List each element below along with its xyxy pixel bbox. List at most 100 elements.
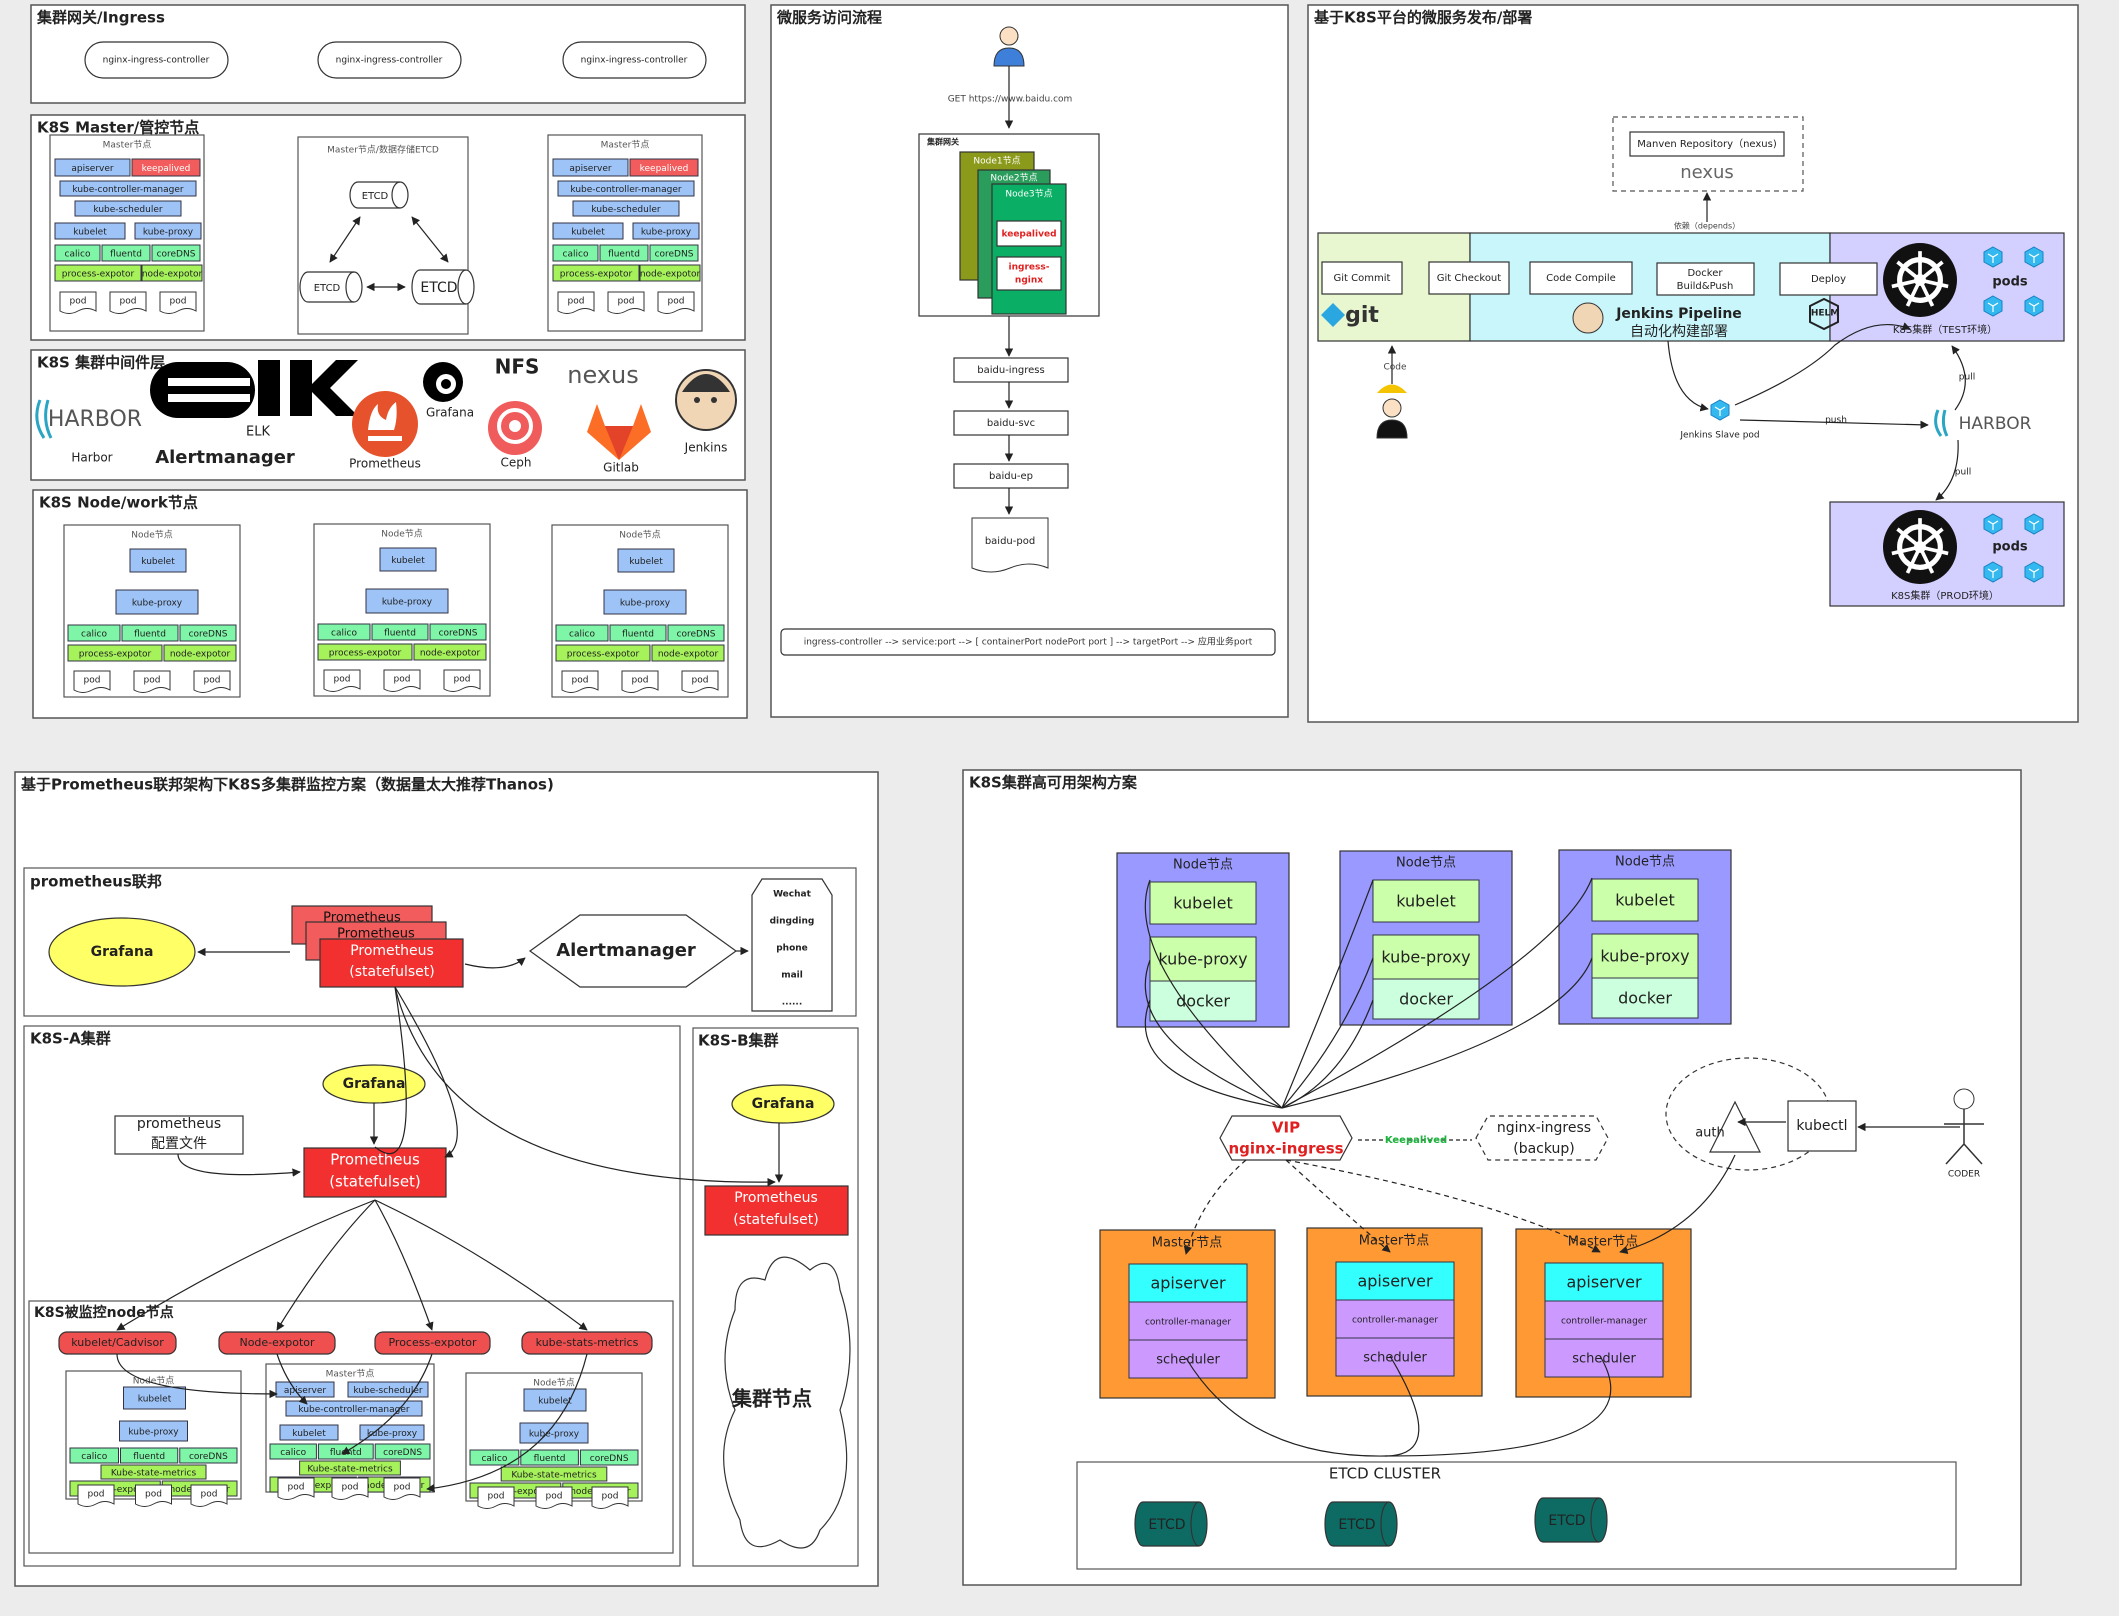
ha-node-1-docker	[1149, 980, 1257, 1022]
master-node-left-fluentd	[101, 244, 151, 262]
master-node-left-calico	[54, 244, 101, 262]
ceph-icon-core	[509, 420, 521, 432]
ha-vip-label-1: VIP	[1272, 1119, 1300, 1137]
mon-master-kube-proxy	[359, 1424, 425, 1441]
elk-label: ELK	[246, 425, 270, 440]
ha-auth-master	[1619, 1154, 1736, 1255]
test-k8s-logo-icon-hub	[1914, 274, 1926, 286]
mon-node-right-coredns	[579, 1449, 639, 1466]
access-ingress-label-1: ingress-	[1009, 263, 1050, 273]
middleware-panel-title: K8S 集群中间件层	[37, 354, 165, 372]
worker-node-3-pod-1	[561, 670, 599, 693]
exporter-3	[374, 1331, 491, 1355]
fed-alertmanager-label: Alertmanager	[556, 940, 696, 961]
a-scrape-exporter-2	[276, 1199, 376, 1331]
prod-pods-label: pods	[1992, 540, 2028, 555]
jenkins-slave-icon-inner	[1714, 406, 1726, 416]
a-grafana-label: Grafana	[343, 1076, 406, 1092]
worker-node-2-kube-proxy-label: kube-proxy	[382, 598, 433, 608]
mon-master-pod-1	[277, 1477, 315, 1500]
nexus-repo-logo: nexus	[1680, 162, 1734, 183]
ha-node-2-label: Node节点	[1396, 856, 1456, 871]
worker-node-2-kubelet	[379, 547, 437, 572]
worker-node-2-label: Node节点	[381, 529, 423, 540]
b-cluster-cloud	[723, 1256, 851, 1549]
a-statefulset-label: (statefulset)	[329, 1173, 421, 1191]
ha-node-3-kube-proxy-label: kube-proxy	[1600, 947, 1689, 966]
worker-node-1-coredns-label: coreDNS	[189, 630, 228, 640]
fed-prometheus-label: Prometheus	[350, 943, 434, 959]
nexus-repo-box	[1629, 131, 1785, 157]
pipeline-label-1: Jenkins Pipeline	[1615, 306, 1742, 322]
fed-channel-2: dingding	[770, 917, 815, 927]
access-panel-title: 微服务访问流程	[776, 9, 882, 27]
exporter-label-2: Node-expotor	[239, 1336, 315, 1349]
access-ingress	[996, 256, 1062, 291]
ha-backup-label-1: nginx-ingress	[1497, 1120, 1591, 1136]
ha-node-1-kube-proxy	[1149, 936, 1257, 982]
monitored-title: K8S被监控node节点	[34, 1304, 174, 1321]
mon-node-right-kubelet	[523, 1388, 587, 1412]
mon-node-right-calico-label: calico	[481, 1454, 507, 1464]
b-statefulset-label: (statefulset)	[733, 1212, 818, 1228]
ha-vip-master-2	[1285, 1159, 1391, 1253]
worker-node-1-pod-1	[73, 670, 111, 693]
ha-etcd-2-label: ETCD	[1338, 1517, 1375, 1533]
a-scrape-exporter-1	[116, 1199, 376, 1331]
ingress-controller-3	[562, 41, 707, 79]
worker-node-2-calico	[317, 623, 371, 641]
mon-node-left-fluentd	[120, 1447, 179, 1464]
ha-master-1-cm	[1128, 1301, 1248, 1341]
mon-node-right-process-expotor-label: process-expotor	[479, 1487, 552, 1497]
master-node-left-label: Master节点	[103, 140, 152, 151]
worker-node-2-coredns-label: coreDNS	[439, 629, 478, 639]
mon-node-left-kube-proxy-label: kube-proxy	[128, 1428, 179, 1438]
access-pod	[971, 517, 1049, 573]
master-node-left-process-expotor-label: process-expotor	[62, 270, 135, 280]
master-node-left-process-expotor	[54, 264, 142, 282]
master-node-right-apiserver-label: apiserver	[569, 164, 612, 174]
gitlab-icon-center	[605, 426, 633, 460]
etcd-left-label: ETCD	[314, 283, 341, 294]
mon-node-right-ksm-label: Kube-state-metrics	[511, 1471, 597, 1481]
master-node-left-apiserver	[54, 158, 131, 177]
ha-kubectl	[1787, 1100, 1857, 1152]
worker-node-2-pod-1	[323, 669, 361, 692]
deploy-deploy-arrow	[1734, 322, 1911, 406]
master-node-right-node-expotor-label: node-expotor	[640, 270, 701, 280]
helm-icon	[1809, 297, 1839, 331]
federation-title: prometheus联邦	[30, 873, 162, 891]
ha-node-3-docker	[1591, 977, 1699, 1019]
harbor-label: Harbor	[71, 451, 112, 465]
worker-node-2-pod-1-label: pod	[334, 675, 351, 685]
worker-node-1-process-expotor-label: process-expotor	[79, 650, 152, 660]
mon-node-right-pod-1	[477, 1486, 515, 1509]
ha-vip-master-1	[1183, 1159, 1247, 1255]
exp-link-2	[276, 1353, 308, 1405]
worker-node-3-calico-label: calico	[569, 630, 595, 640]
harbor-logo-text: HARBOR	[48, 407, 142, 432]
nexus-logo-text: nexus	[567, 361, 638, 389]
mon-master-pod-3	[383, 1477, 421, 1500]
ha-vip	[1219, 1115, 1353, 1161]
ha-node-link-6	[1281, 957, 1593, 1109]
mon-node-left-coredns-label: coreDNS	[189, 1452, 228, 1462]
mon-node-left-pod-3	[190, 1484, 228, 1507]
mon-master-kcm-label: kube-controller-manager	[298, 1405, 409, 1415]
worker-node-2-fluentd-label: fluentd	[384, 629, 416, 639]
mon-master-label: Master节点	[326, 1369, 375, 1380]
worker-node-1-calico-label: calico	[81, 630, 107, 640]
mon-master-pod-2-label: pod	[342, 1483, 359, 1493]
a-config-arrow	[177, 1153, 301, 1177]
worker-node-3-coredns-label: coreDNS	[677, 630, 716, 640]
master-node-left-kcm	[59, 180, 197, 197]
access-pod-label: baidu-pod	[985, 536, 1035, 547]
pipeline-label-2: 自动化构建部署	[1630, 324, 1728, 340]
mon-master-scheduler	[347, 1381, 429, 1398]
exporter-label-1: kubelet/Cadvisor	[71, 1336, 164, 1349]
ha-node-3-kube-proxy	[1591, 933, 1699, 979]
ha-vip-master-3	[1285, 1159, 1601, 1253]
ha-master-2-apiserver-label: apiserver	[1357, 1272, 1432, 1291]
worker-node-2-node-expotor	[413, 643, 487, 661]
access-step-label-2: baidu-svc	[987, 418, 1035, 429]
